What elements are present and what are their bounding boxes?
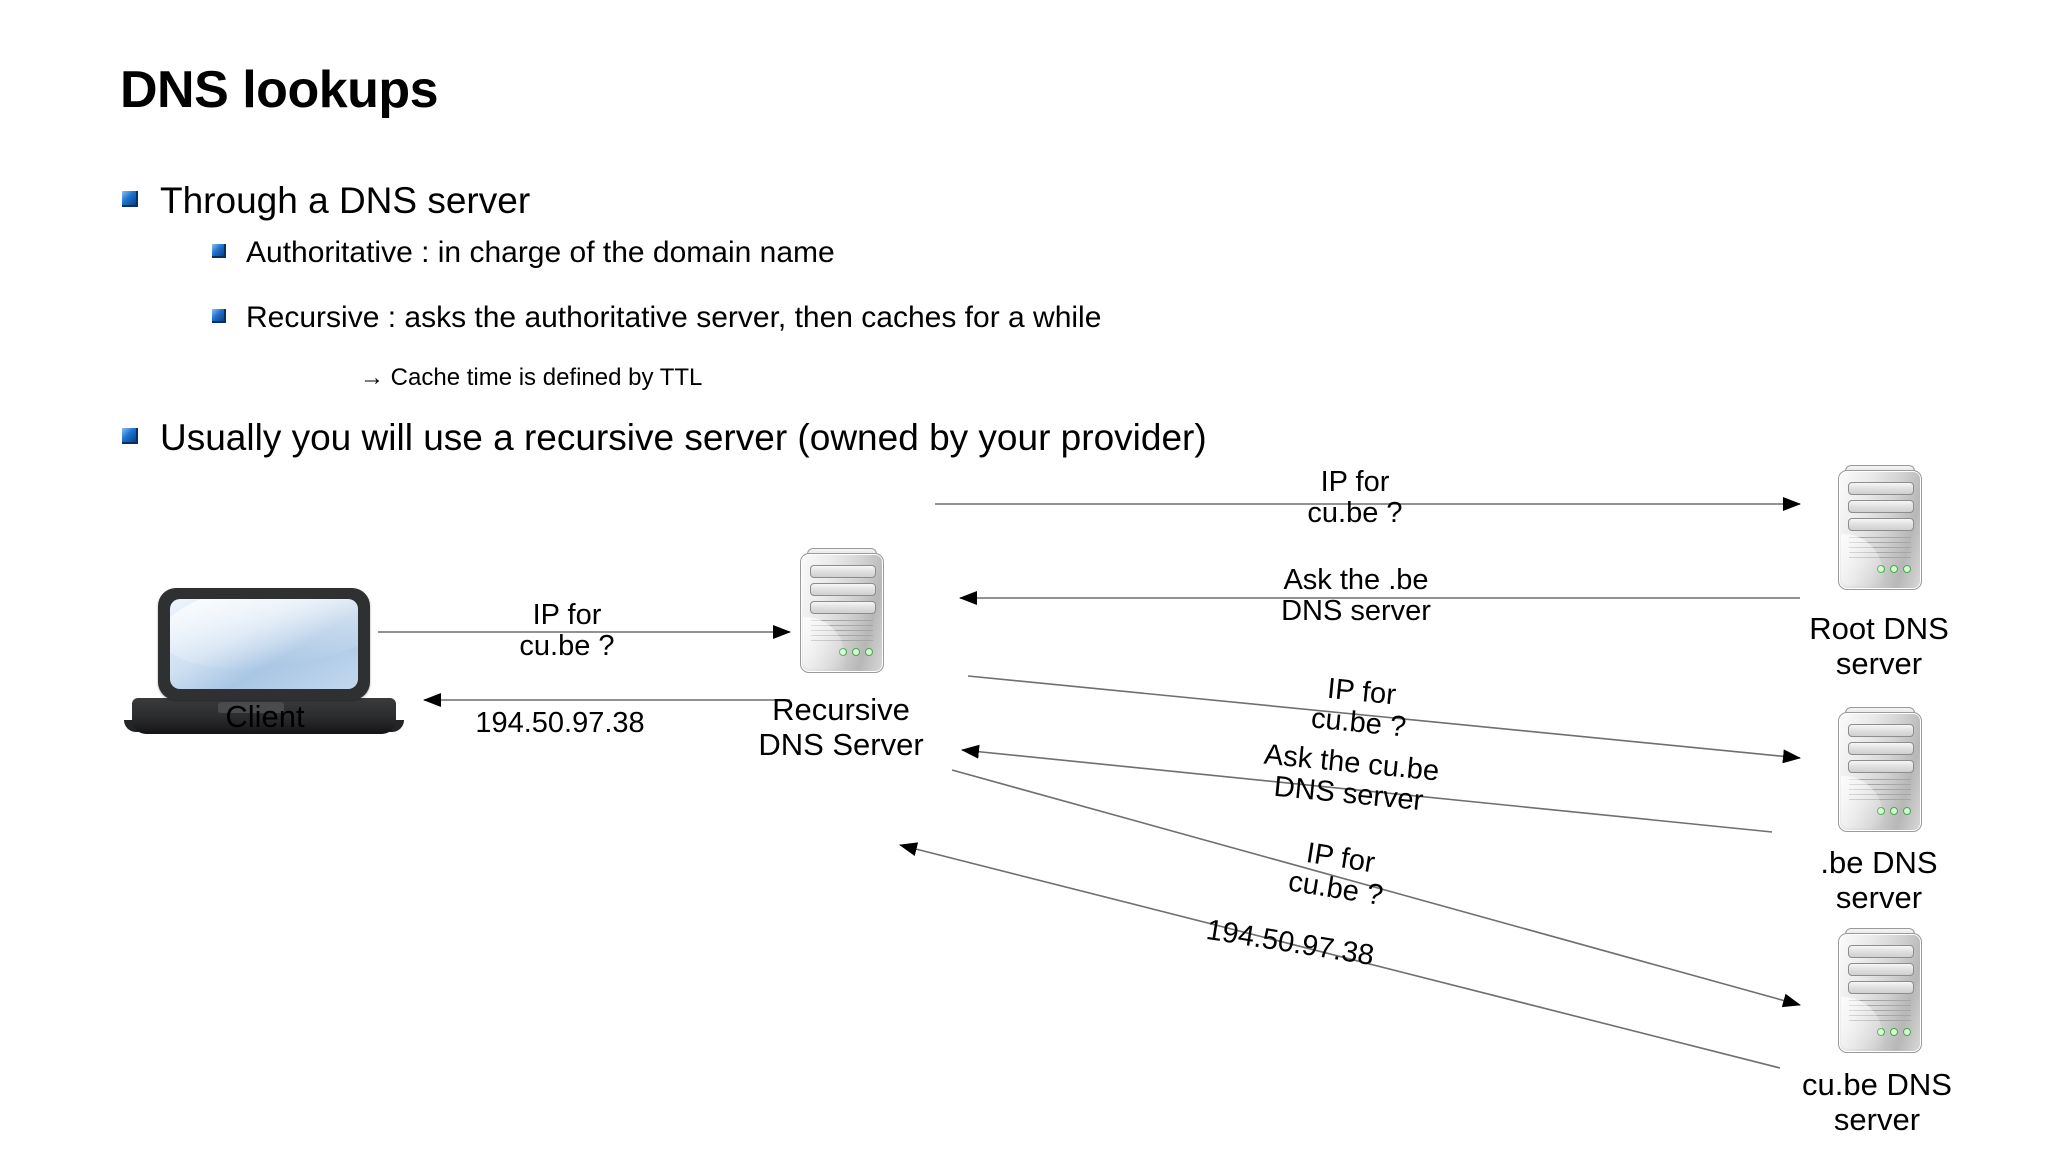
status-led (1903, 565, 1911, 573)
drive-bay (810, 583, 876, 596)
arrow-m8 (899, 842, 1781, 1069)
vent-line (811, 625, 873, 627)
vent-line (1849, 542, 1911, 544)
server-tower-icon (1838, 470, 1922, 590)
drive-bay (810, 601, 876, 614)
drive-bay (1848, 945, 1914, 958)
vent-line (1849, 1010, 1911, 1012)
vent-line (1849, 794, 1911, 796)
laptop-base (132, 698, 396, 734)
message-label-m4: Ask the .be DNS server (1281, 564, 1431, 628)
bullet-item-0: Through a DNS server (122, 178, 530, 222)
recursive-server-label: Recursive DNS Server (758, 692, 924, 762)
bullet-text: Recursive : asks the authoritative serve… (246, 300, 1102, 334)
cube-server-label: cu.be DNS server (1802, 1067, 1952, 1137)
drive-bay (1848, 500, 1914, 513)
message-label-m3: IP for cu.be ? (1307, 466, 1403, 530)
server-tower-icon (1838, 712, 1922, 832)
vent-line (811, 630, 873, 632)
server-tower-icon (1838, 933, 1922, 1053)
bullet-text: Through a DNS server (160, 179, 531, 221)
vent-line (1849, 552, 1911, 554)
bullet-text: → Cache time is defined by TTL (360, 363, 703, 391)
server-tower-icon (800, 553, 884, 673)
recursive-server-node (800, 548, 884, 673)
vent-line (811, 640, 873, 642)
laptop-icon (158, 588, 370, 700)
drive-bay (1848, 742, 1914, 755)
arrow-m7 (951, 769, 1801, 1008)
status-led (852, 648, 860, 656)
vent-line (1849, 557, 1911, 559)
drive-bay (810, 565, 876, 578)
bullet-text: Authoritative : in charge of the domain … (246, 235, 835, 269)
vent-line (1849, 799, 1911, 801)
drive-bay (1848, 963, 1914, 976)
message-label-m1: IP for cu.be ? (519, 599, 615, 663)
status-led (1890, 565, 1898, 573)
vent-line (1849, 1020, 1911, 1022)
cube-server-node (1838, 928, 1922, 1053)
vent-line (1849, 789, 1911, 791)
drive-bay (1848, 482, 1914, 495)
bullet-item-3: → Cache time is defined by TTL (360, 363, 702, 391)
bullet-item-2: Recursive : asks the authoritative serve… (212, 300, 1101, 335)
bullet-text: Usually you will use a recursive server … (160, 416, 1207, 458)
root-server-label: Root DNS server (1809, 611, 1949, 681)
arrow-m5 (967, 675, 1801, 764)
status-led (1903, 1028, 1911, 1036)
vent-line (1849, 1005, 1911, 1007)
be-server-node (1838, 707, 1922, 832)
vent-line (1849, 784, 1911, 786)
root-server-node (1838, 465, 1922, 590)
arrow-m6 (961, 744, 1773, 833)
status-led (865, 648, 873, 656)
vent-line (811, 635, 873, 637)
vent-line (1849, 537, 1911, 539)
message-label-m2: 194.50.97.38 (475, 707, 645, 739)
bullet-item-1: Authoritative : in charge of the domain … (212, 235, 835, 270)
page-title: DNS lookups (120, 61, 439, 119)
vent-line (811, 620, 873, 622)
vent-line (1849, 1000, 1911, 1002)
status-led (1890, 807, 1898, 815)
vent-line (1849, 547, 1911, 549)
vent-line (1849, 779, 1911, 781)
bullet-marker-icon (122, 191, 138, 208)
bullet-marker-icon (212, 309, 226, 324)
drive-bay (1848, 981, 1914, 994)
drive-bay (1848, 518, 1914, 531)
laptop-screen (170, 599, 358, 689)
screen-glare (170, 599, 358, 681)
drive-bay (1848, 724, 1914, 737)
bullet-marker-icon (212, 244, 226, 259)
be-server-label: .be DNS server (1820, 845, 1938, 915)
vent-line (1849, 1015, 1911, 1017)
laptop-trackpad (218, 702, 284, 713)
client-label: Client (225, 699, 305, 734)
status-led (1903, 807, 1911, 815)
drive-bay (1848, 760, 1914, 773)
bullet-item-4: Usually you will use a recursive server … (122, 415, 1207, 459)
bullet-marker-icon (122, 428, 138, 445)
status-led (1890, 1028, 1898, 1036)
